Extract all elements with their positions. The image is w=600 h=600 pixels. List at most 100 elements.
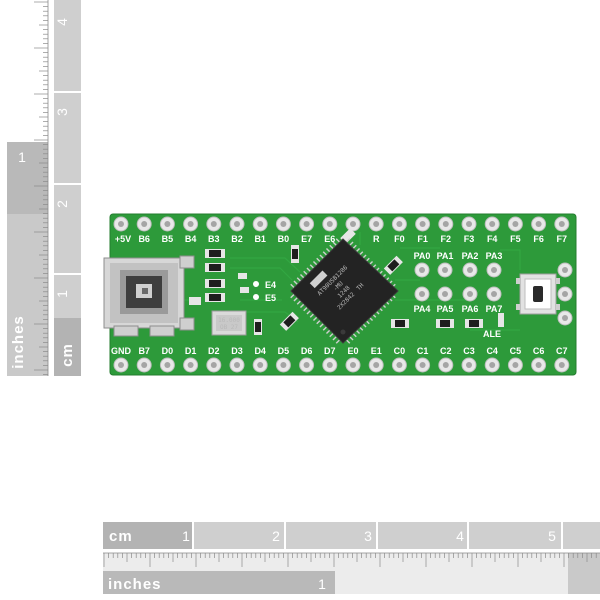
chip-pin: [296, 300, 302, 305]
chip-pin: [345, 238, 351, 243]
chip-pin: [312, 316, 318, 322]
pin-pad: [461, 216, 477, 232]
top-pin-label: F4: [487, 234, 498, 244]
pin-pad: [557, 262, 573, 278]
pin-pad: [531, 216, 547, 232]
top-pin-label: B3: [208, 234, 220, 244]
horizontal-cm-number-1: 1: [182, 528, 190, 544]
chip-pin: [309, 313, 315, 318]
top-pin-label: +5V: [115, 234, 131, 244]
chip-pin: [332, 241, 337, 246]
bottom-pin-label: C2: [440, 346, 452, 356]
pin-pad: [507, 357, 523, 373]
pa-top-label: PA2: [462, 251, 479, 261]
pin-pad: [113, 216, 129, 232]
top-pin-label: B2: [231, 234, 243, 244]
top-pin-label: F5: [510, 234, 521, 244]
top-pin-label: B6: [138, 234, 150, 244]
pin-pad: [159, 216, 175, 232]
vertical-cm-number-3: 3: [54, 108, 70, 116]
pin-pad: [345, 216, 361, 232]
top-pin-label: B4: [185, 234, 197, 244]
usb-mini-connector: [103, 255, 195, 337]
top-pin-label: F3: [464, 234, 475, 244]
top-pin-label: B5: [162, 234, 174, 244]
pin-pad: [557, 286, 573, 302]
horizontal-cm-number-5: 5: [548, 528, 556, 544]
chip-pin: [303, 270, 308, 276]
e5-label: E5: [265, 293, 276, 303]
pin-pad: [531, 357, 547, 373]
chip-pin: [316, 257, 321, 263]
chip-pin: [306, 267, 311, 272]
e4-label: E4: [265, 280, 276, 290]
pin-pad: [206, 357, 222, 373]
chip-pin: [293, 297, 298, 302]
bottom-pin-label: C5: [510, 346, 522, 356]
pin-pad: [275, 216, 291, 232]
vertical-cm-number-2: 2: [54, 200, 70, 208]
pin-pad: [368, 216, 384, 232]
pin-pad: [391, 216, 407, 232]
pa-top-label: PA0: [414, 251, 431, 261]
top-pin-label: F0: [394, 234, 405, 244]
pin-pad: [437, 262, 453, 278]
chip-pin: [325, 329, 331, 335]
chip-pin: [290, 293, 295, 299]
top-pin-label: F7: [557, 234, 568, 244]
chip-pin: [293, 280, 298, 285]
chip-pin: [329, 244, 334, 250]
pin-pads: [113, 216, 573, 373]
smd-components: [189, 228, 504, 335]
pin-pad: [484, 357, 500, 373]
chip-pin: [316, 319, 321, 325]
horizontal-ruler: cm 1 2 3 4 5 inches 1: [103, 522, 600, 594]
microcontroller-chip: AT90USB1286 -MU 1248 2X2842 TH: [290, 238, 399, 344]
chip-pin: [322, 326, 328, 331]
pin-pad: [299, 357, 315, 373]
atmel-logo: [309, 270, 328, 289]
e4-pad: [253, 281, 259, 287]
chip-pin: [349, 336, 354, 341]
pin-pad: [368, 357, 384, 373]
pin-pad: [159, 357, 175, 373]
vertical-ticks: [34, 0, 49, 376]
pin-pad: [229, 216, 245, 232]
pin-pad: [415, 216, 431, 232]
bottom-pin-label: D6: [301, 346, 313, 356]
pin-pad: [391, 357, 407, 373]
chip-pin: [290, 283, 295, 289]
bottom-pin-label: D0: [162, 346, 174, 356]
pin-pad: [415, 357, 431, 373]
vertical-inch-unit: inches: [10, 315, 27, 369]
top-pin-label: E7: [301, 234, 312, 244]
bottom-pin-label: D2: [208, 346, 220, 356]
chip-pin: [345, 339, 351, 344]
pin-pad: [252, 357, 268, 373]
pin-pad: [113, 357, 129, 373]
pin-pad: [438, 357, 454, 373]
pin-pad: [345, 357, 361, 373]
ale-label: ALE: [483, 329, 501, 339]
bottom-pin-label: C6: [533, 346, 545, 356]
bottom-pin-label: C3: [463, 346, 475, 356]
bottom-pin-label: D4: [254, 346, 266, 356]
bottom-pin-label: C4: [486, 346, 498, 356]
top-pin-label: F6: [533, 234, 544, 244]
top-pin-label: F2: [441, 234, 452, 244]
horizontal-inch-block: [568, 553, 600, 594]
pin-pad: [414, 262, 430, 278]
vertical-cm-strip: [54, 0, 81, 376]
top-pin-label: B1: [254, 234, 266, 244]
pa-bottom-label: PA7: [486, 304, 503, 314]
pin-pad: [462, 286, 478, 302]
pa-bottom-label: PA4: [414, 304, 431, 314]
pin-pad: [461, 357, 477, 373]
vertical-cm-unit: cm: [59, 343, 76, 367]
chip-pin: [296, 277, 302, 282]
chip-pin: [312, 260, 318, 266]
chip-pin: [306, 310, 311, 315]
